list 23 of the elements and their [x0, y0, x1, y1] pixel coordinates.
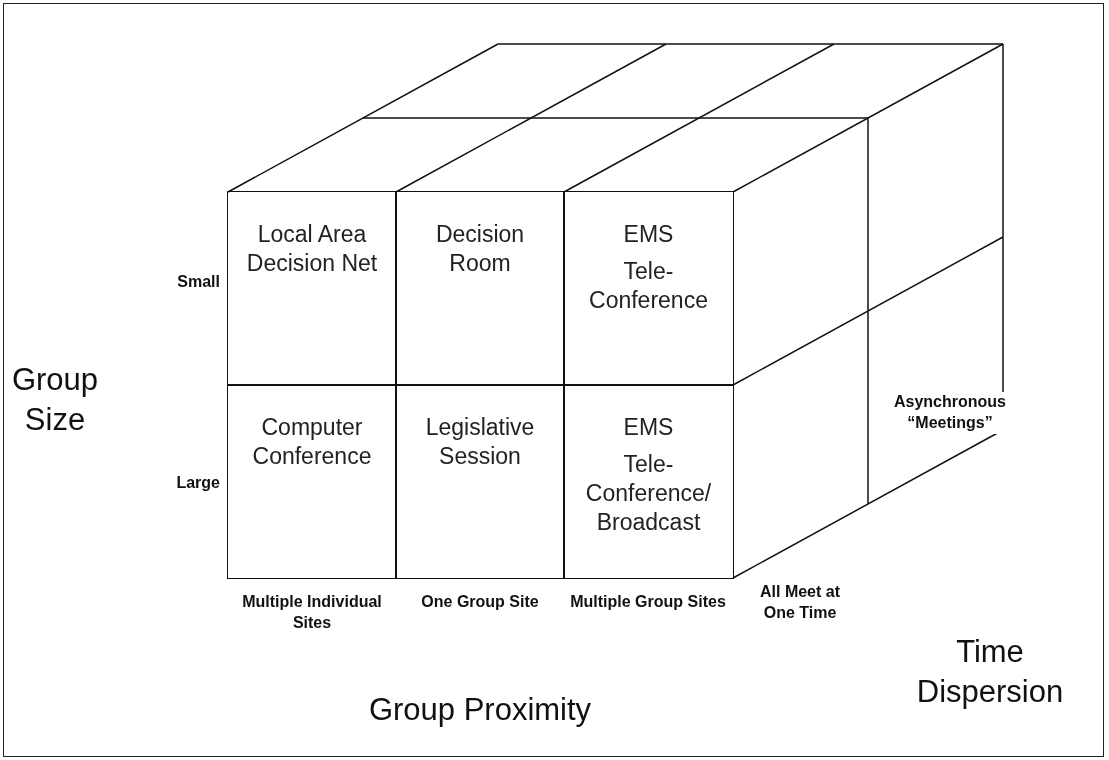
row-label: Small — [176, 272, 220, 292]
column-label: Multiple Individual Sites — [241, 592, 383, 633]
cell-text: Computer Conference — [251, 413, 373, 471]
axis-title: Time Dispersion — [915, 633, 1065, 712]
cell-text: Legislative Session — [424, 413, 536, 471]
row-label: Large — [175, 473, 220, 493]
cell-text: Decision Room — [434, 220, 526, 278]
column-label: One Group Site — [420, 592, 540, 612]
depth-label: All Meet at One Time — [759, 582, 841, 623]
axis-title: Group Proximity — [367, 691, 593, 729]
column-label: Multiple Group Sites — [569, 592, 727, 612]
matrix-cell — [395, 384, 565, 579]
matrix-cell — [227, 384, 397, 579]
cell-text: Tele-Conference/ Broadcast — [584, 450, 713, 537]
matrix-cell — [563, 191, 734, 386]
cell-text: EMS — [622, 413, 675, 442]
cell-text: Local Area Decision Net — [245, 220, 379, 278]
matrix-cell — [395, 191, 565, 386]
cell-text: EMS — [622, 220, 675, 249]
axis-title: Group Size — [10, 361, 100, 440]
cell-text: Tele-Conference — [588, 257, 709, 315]
matrix-cell — [563, 384, 734, 579]
matrix-cell — [227, 191, 397, 386]
